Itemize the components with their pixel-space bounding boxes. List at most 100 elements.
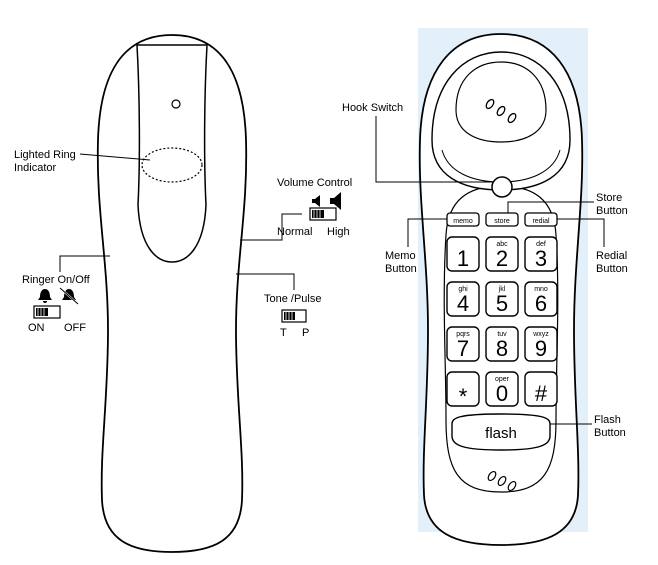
keypad-key-letters: abc (496, 241, 508, 248)
keypad-key-letters: wxyz (532, 331, 549, 338)
volume-leader (240, 213, 302, 241)
keypad-key[interactable]: # (524, 371, 558, 407)
volume-control: Volume Control Normal High (240, 177, 352, 241)
store-label-1: Store (596, 192, 622, 204)
handset-back-outline (96, 34, 248, 553)
function-key-store[interactable]: store (485, 212, 519, 227)
memo-label-1: Memo (385, 250, 416, 262)
lighted-ring (141, 147, 203, 183)
ringer-on-label: ON (28, 322, 45, 334)
keypad-key-letters: mno (534, 286, 548, 293)
memo-key-label: memo (453, 218, 473, 225)
speaker-low-icon (312, 195, 320, 207)
keypad-key-digit: 9 (535, 336, 547, 361)
keypad-key-digit: 4 (457, 291, 469, 316)
keypad-key-body (446, 371, 480, 407)
keypad-key-digit: 6 (535, 291, 547, 316)
redial-label-2: Button (596, 263, 628, 275)
ringer-off-label: OFF (64, 322, 86, 334)
keypad-key-letters: jkl (498, 286, 506, 293)
keypad: 1abc2def3ghi4jkl5mno6pqrs7tuv8wxyz9*oper… (446, 236, 558, 409)
keypad-key-letters: oper (495, 376, 510, 383)
keypad-key-digit: 2 (496, 246, 508, 271)
keypad-key-digit: 1 (457, 246, 469, 271)
speaker-high-icon (330, 192, 341, 210)
keypad-key-letters: def (536, 241, 546, 248)
earpiece-holes (485, 98, 517, 124)
keypad-key-body (485, 236, 519, 272)
flash-label-1: Flash (594, 414, 621, 426)
keypad-key-digit: * (459, 384, 468, 409)
bell-off-icon (59, 287, 79, 305)
flash-label-2: Button (594, 427, 626, 439)
flash-key-label: flash (485, 425, 517, 442)
memo-callout: Memo Button (385, 218, 447, 275)
keypad-key-letters: pqrs (456, 331, 470, 338)
flash-callout: Flash Button (550, 414, 626, 439)
keypad-key-body (485, 326, 519, 362)
ringer-leader (59, 255, 110, 272)
keypad-key-digit: 8 (496, 336, 508, 361)
earpiece-panel (136, 44, 208, 263)
tone-t-label: T (280, 327, 287, 339)
keypad-key[interactable]: 1 (446, 236, 480, 272)
hook-switch-callout: Hook Switch (342, 102, 492, 183)
back-led-hole (171, 99, 181, 109)
tone-p-label: P (302, 327, 309, 339)
lighted-ring-label-2: Indicator (14, 162, 57, 174)
memo-label-2: Button (385, 263, 417, 275)
store-key-label: store (494, 218, 510, 225)
volume-switch-knob (312, 210, 324, 218)
keypad-key[interactable]: * (446, 371, 480, 409)
keypad-key-digit: # (535, 381, 548, 406)
keypad-key-body (524, 371, 558, 407)
keypad-key-body (446, 281, 480, 317)
keypad-key-body (524, 281, 558, 317)
keypad-key-body (446, 326, 480, 362)
ringer-switch-group: Ringer On/Off ON OFF (22, 255, 110, 334)
redial-leader (557, 218, 605, 247)
store-leader (507, 201, 594, 213)
earpiece-cup-inner (455, 61, 547, 143)
keypad-key-body (524, 326, 558, 362)
tone-pulse-label: Tone /Pulse (264, 293, 321, 305)
keypad-key-body (524, 236, 558, 272)
microphone-holes (487, 470, 517, 492)
function-key-redial[interactable]: redial (524, 212, 558, 227)
keypad-key-letters: tuv (497, 331, 507, 338)
keypad-key-digit: 3 (535, 246, 547, 271)
bell-on-icon (38, 289, 52, 303)
hook-switch[interactable] (491, 176, 513, 198)
store-callout: Store Button (507, 192, 628, 217)
keypad-key-digit: 7 (457, 336, 469, 361)
store-label-2: Button (596, 205, 628, 217)
keypad-key-body (485, 281, 519, 317)
volume-control-label: Volume Control (277, 177, 352, 189)
keypad-key-body (485, 371, 519, 407)
tone-pulse-group: Tone /Pulse T P (236, 273, 321, 339)
keypad-key-digit: 0 (496, 381, 508, 406)
flash-key[interactable]: flash (451, 413, 551, 451)
keypad-key-body (446, 236, 480, 272)
redial-key-label: redial (532, 218, 550, 225)
memo-leader (407, 218, 447, 247)
volume-high-label: High (327, 226, 350, 238)
function-key-memo[interactable]: memo (446, 212, 480, 227)
hook-switch-label: Hook Switch (342, 102, 403, 114)
redial-callout: Redial Button (557, 218, 628, 275)
tone-pulse-leader (236, 273, 295, 290)
keypad-key-digit: 5 (496, 291, 508, 316)
lighted-ring-label-1: Lighted Ring (14, 149, 76, 161)
redial-label-1: Redial (596, 250, 627, 262)
